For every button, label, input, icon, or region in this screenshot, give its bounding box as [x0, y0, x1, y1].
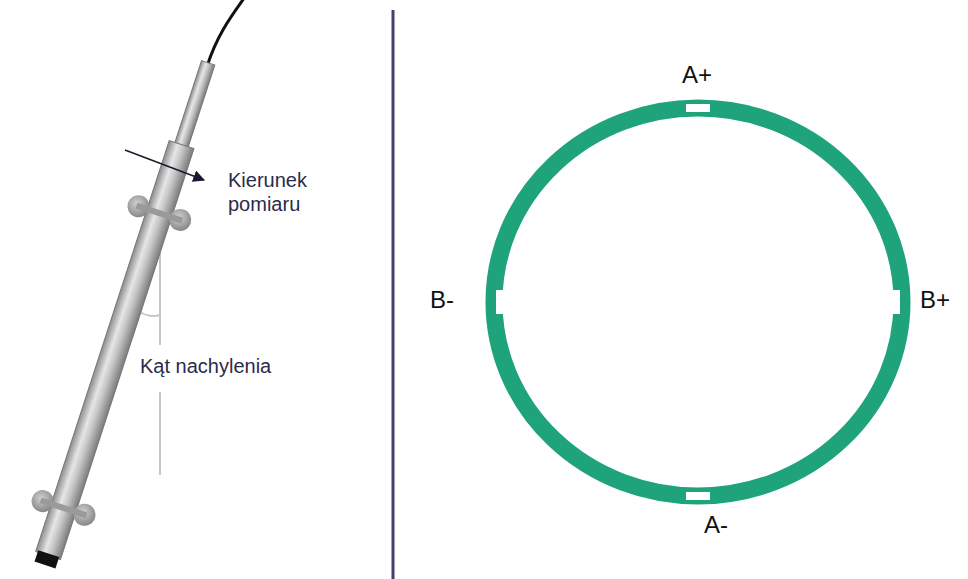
groove	[892, 290, 900, 314]
groove	[686, 104, 710, 112]
angle-label: Kąt nachylenia	[140, 354, 340, 378]
groove	[686, 492, 710, 500]
groove	[496, 290, 504, 314]
cable	[207, 0, 243, 70]
casing-ring	[494, 104, 902, 500]
probe-tube	[36, 141, 194, 560]
probe-tip	[35, 550, 60, 568]
inclinometer-probe	[14, 0, 262, 575]
direction-label: Kierunek pomiaru	[228, 168, 348, 216]
wheel-pair	[29, 487, 99, 528]
direction-arrow	[125, 150, 204, 180]
axis-label: A-	[704, 511, 728, 540]
divider-line	[392, 10, 395, 579]
axis-label: A+	[682, 61, 712, 90]
axis-label: B+	[920, 286, 950, 315]
wheel-pair	[125, 192, 195, 233]
axis-label: B-	[430, 286, 454, 315]
